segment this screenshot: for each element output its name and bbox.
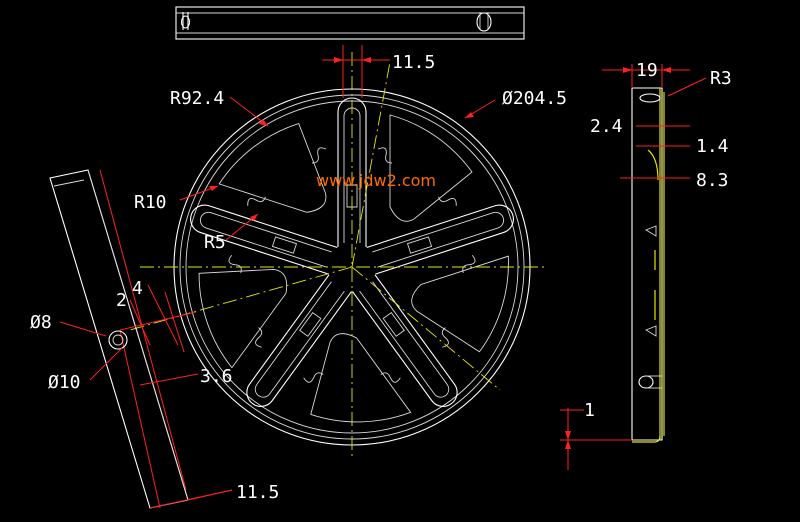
- side-view: [631, 87, 665, 443]
- top-view: [175, 6, 525, 40]
- dim-diameter-hole-small: Ø8: [30, 312, 52, 333]
- dim-side-bottom: 1: [584, 400, 595, 421]
- dim-radius-fillet: R10: [134, 192, 167, 213]
- dim-diameter-outer: Ø204.5: [502, 88, 567, 109]
- dim-gap-2: 2: [116, 290, 127, 311]
- dim-side-thickness: 2.4: [590, 116, 623, 137]
- dim-side-radius: R3: [710, 68, 732, 89]
- front-view: [129, 52, 548, 461]
- dim-width-top: 11.5: [392, 52, 435, 73]
- dim-offset-3-6: 3.6: [200, 366, 233, 387]
- dim-side-depth: 8.3: [696, 170, 729, 191]
- dim-diameter-hole-large: Ø10: [48, 372, 81, 393]
- dim-radius-outer-arc: R92.4: [170, 88, 224, 109]
- dim-width-bottom: 11.5: [236, 482, 279, 503]
- dimension-labels: 11.5 R92.4 Ø204.5 R10 R5 Ø8 Ø10 2 4 3.6 …: [30, 52, 732, 503]
- watermark: www.jdw2.com: [316, 171, 436, 190]
- section-view: [49, 169, 189, 509]
- dim-radius-slot: R5: [204, 232, 226, 253]
- dim-side-width: 19: [636, 60, 658, 81]
- dimension-lines: [59, 45, 707, 509]
- dim-gap-4: 4: [132, 278, 143, 299]
- dim-side-lip: 1.4: [696, 136, 729, 157]
